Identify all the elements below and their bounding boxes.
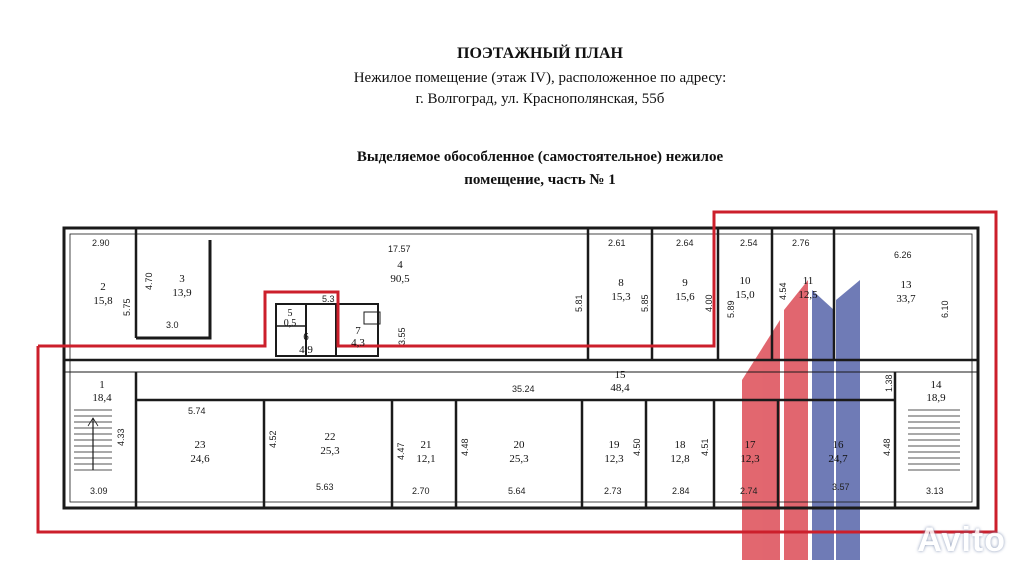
dim-label: 3.55 <box>397 327 407 345</box>
room-15-id: 15 <box>615 369 627 381</box>
dim-label: 2.90 <box>92 238 110 248</box>
dim-label: 2.61 <box>608 238 626 248</box>
room-7-id: 7 <box>355 325 361 337</box>
plan-subtitle-line-1: Нежилое помещение (этаж IV), расположенн… <box>353 70 727 86</box>
room-21-id: 21 <box>421 439 432 451</box>
dim-label: 35.24 <box>512 384 535 394</box>
part-heading-line-2: помещение, часть № 1 <box>464 172 616 188</box>
room-1-id: 1 <box>99 379 105 391</box>
dim-label: 2.64 <box>676 238 694 248</box>
stairs-left <box>74 409 112 471</box>
dim-label: 4.33 <box>116 428 126 446</box>
room-3-area: 13,9 <box>172 287 192 299</box>
dim-label: 4.48 <box>882 438 892 456</box>
room-7-area: 4,3 <box>351 337 365 349</box>
room-20-id: 20 <box>514 439 526 451</box>
dim-label: 4.48 <box>460 438 470 456</box>
room-17-id: 17 <box>745 439 757 451</box>
dim-label: 4.51 <box>700 438 710 456</box>
room-5-id: 5 <box>288 308 293 319</box>
room-19-area: 12,3 <box>604 453 624 465</box>
room-9-area: 15,6 <box>675 291 695 303</box>
dim-label: 1.38 <box>884 374 894 392</box>
room-labels: 2 15,8 3 13,9 4 90,5 5 0,5 6 4,9 7 4,3 8… <box>92 259 946 465</box>
dim-label: 17.57 <box>388 244 411 254</box>
dim-label: 5.85 <box>640 294 650 312</box>
room-6-id: 6 <box>303 331 309 343</box>
dim-label: 5.63 <box>316 482 334 492</box>
dim-label: 3.0 <box>166 320 179 330</box>
room-10-area: 15,0 <box>735 289 755 301</box>
dim-label: 4.47 <box>396 442 406 460</box>
room-2-id: 2 <box>100 281 106 293</box>
room-4-area: 90,5 <box>390 273 410 285</box>
room-22-area: 25,3 <box>320 445 340 457</box>
room-9-id: 9 <box>682 277 688 289</box>
plan-subtitle-line-2: г. Волгоград, ул. Краснополянская, 55б <box>415 91 665 107</box>
dim-label: 4.00 <box>704 294 714 312</box>
dim-label: 5.75 <box>122 298 132 316</box>
dim-label: 3.13 <box>926 486 944 496</box>
watermark-logo-shapes <box>742 280 860 560</box>
room-14-id: 14 <box>931 379 943 391</box>
room-15-area: 48,4 <box>610 382 630 394</box>
room-11-area: 12,5 <box>798 289 818 301</box>
dim-label: 4.54 <box>778 282 788 300</box>
dim-label: 2.54 <box>740 238 758 248</box>
room-23-id: 23 <box>195 439 207 451</box>
dim-label: 2.84 <box>672 486 690 496</box>
room-2-area: 15,8 <box>93 295 113 307</box>
room-16-id: 16 <box>833 439 845 451</box>
part-1-highlight-outline <box>36 210 998 534</box>
dim-label: 4.52 <box>268 430 278 448</box>
room-8-id: 8 <box>618 277 624 289</box>
dim-label: 3.57 <box>832 482 850 492</box>
room-3-id: 3 <box>179 273 185 285</box>
dimension-labels: 2.90 4.70 5.75 3.0 17.57 5.3 3.55 2.61 2… <box>90 238 950 496</box>
dim-label: 5.81 <box>574 294 584 312</box>
room-19-id: 19 <box>609 439 621 451</box>
room-21-area: 12,1 <box>416 453 435 465</box>
dim-label: 5.3 <box>322 294 335 304</box>
dim-label: 2.70 <box>412 486 430 496</box>
building-outline <box>62 226 980 510</box>
room-13-area: 33,7 <box>896 293 916 305</box>
dim-label: 2.74 <box>740 486 758 496</box>
dim-label: 5.74 <box>188 406 206 416</box>
room-18-id: 18 <box>675 439 687 451</box>
room-23-area: 24,6 <box>190 453 210 465</box>
room-13-id: 13 <box>901 279 913 291</box>
room-14-area: 18,9 <box>926 392 946 404</box>
avito-watermark: Avito <box>917 521 1006 559</box>
dim-label: 5.89 <box>726 300 736 318</box>
plan-title: ПОЭТАЖНЫЙ ПЛАН <box>457 45 623 62</box>
room-16-area: 24,7 <box>828 453 848 465</box>
room-10-id: 10 <box>740 275 752 287</box>
room-1-area: 18,4 <box>92 392 112 404</box>
dim-label: 5.64 <box>508 486 526 496</box>
dim-label: 4.70 <box>144 272 154 290</box>
dim-label: 3.09 <box>90 486 108 496</box>
room-8-area: 15,3 <box>611 291 631 303</box>
room-20-area: 25,3 <box>509 453 529 465</box>
room-6-area: 4,9 <box>299 344 313 356</box>
dim-label: 6.26 <box>894 250 912 260</box>
room-4-id: 4 <box>397 259 403 271</box>
dim-label: 6.10 <box>940 300 950 318</box>
room-5-area: 0,5 <box>284 318 297 329</box>
room-18-area: 12,8 <box>670 453 690 465</box>
stairs-right <box>908 409 960 471</box>
dim-label: 2.73 <box>604 486 622 496</box>
room-22-id: 22 <box>325 431 336 443</box>
part-heading-line-1: Выделяемое обособленное (самостоятельное… <box>356 149 724 165</box>
dim-label: 2.76 <box>792 238 810 248</box>
room-11-id: 11 <box>803 275 814 287</box>
room-17-area: 12,3 <box>740 453 760 465</box>
dim-label: 4.50 <box>632 438 642 456</box>
